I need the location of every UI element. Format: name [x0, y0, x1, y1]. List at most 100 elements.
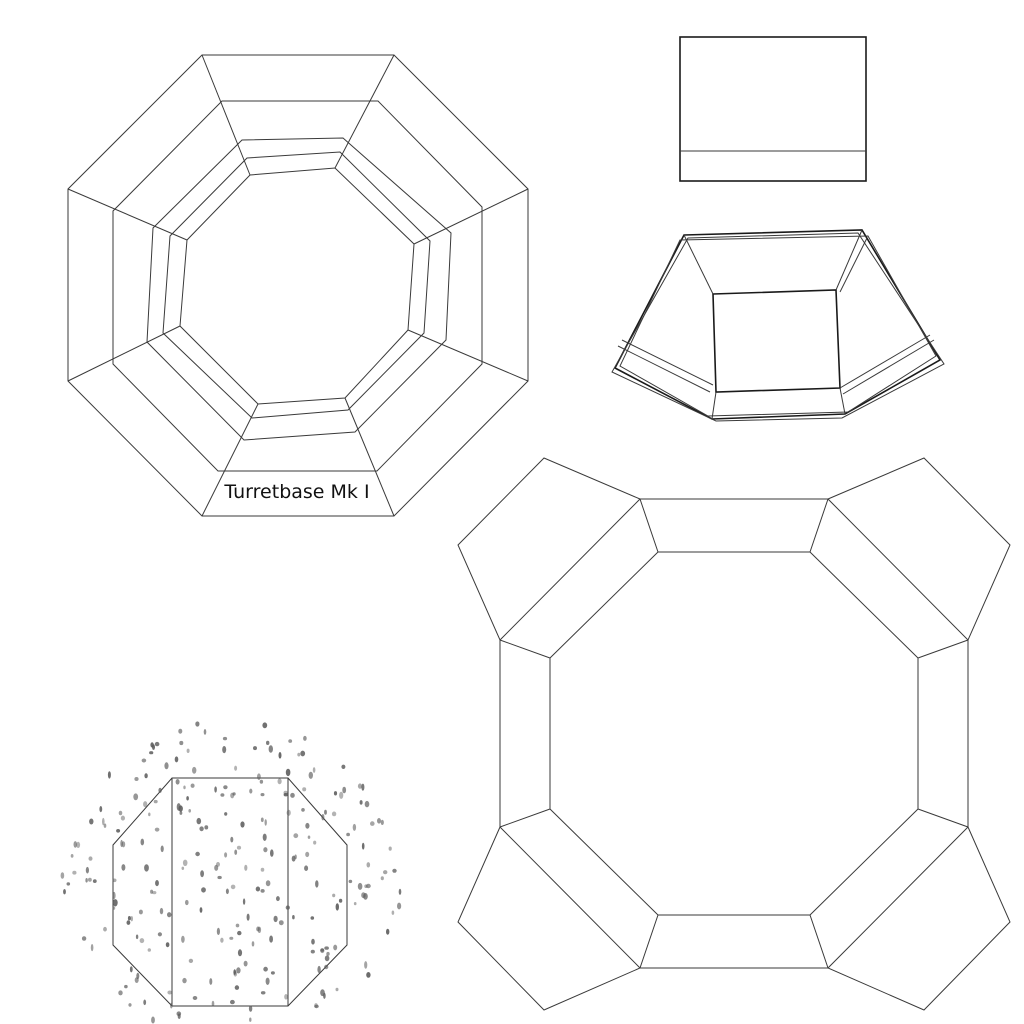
speckle: [366, 862, 371, 868]
speckle: [182, 859, 188, 866]
speckle: [158, 787, 162, 793]
speckle: [112, 906, 116, 910]
speckle: [278, 752, 282, 759]
speckle: [324, 955, 330, 962]
speckled-octagon: [112, 777, 348, 1007]
speckle: [170, 1002, 173, 1009]
speckle: [363, 893, 368, 900]
speckle: [138, 909, 143, 915]
speckle: [134, 777, 139, 781]
speckle: [236, 845, 242, 850]
speckle: [182, 977, 187, 984]
speckle: [107, 771, 111, 779]
speckle: [102, 817, 105, 826]
speckle: [300, 750, 306, 757]
speckle: [235, 923, 240, 928]
speckle: [380, 819, 384, 826]
speckle: [112, 878, 117, 883]
speckle: [246, 913, 250, 921]
speckle: [144, 864, 149, 872]
speckle: [121, 864, 126, 871]
speckle: [292, 915, 295, 920]
speckle: [391, 910, 395, 915]
speckle: [234, 765, 238, 771]
speckle: [338, 898, 343, 903]
speckle: [176, 1011, 182, 1016]
speckle: [366, 883, 371, 889]
speckle: [308, 771, 313, 779]
speckle: [90, 944, 94, 952]
speckle: [353, 902, 357, 906]
speckle: [361, 783, 365, 791]
speckle: [265, 880, 271, 887]
speckle: [135, 934, 139, 940]
speckle: [154, 827, 160, 832]
speckle: [303, 735, 307, 741]
speckle: [88, 877, 92, 882]
speckle: [332, 893, 336, 898]
speckle: [269, 935, 273, 943]
speckle: [179, 811, 183, 815]
speckle: [348, 879, 353, 884]
speckle: [199, 826, 204, 832]
speckle: [276, 896, 280, 902]
speckle: [260, 991, 266, 995]
speckle: [149, 751, 154, 755]
speckle: [259, 779, 264, 784]
speckle: [230, 884, 236, 890]
speckle: [264, 819, 267, 826]
speckle: [262, 722, 268, 729]
speckle: [211, 1000, 215, 1007]
speckle: [222, 736, 228, 741]
speckle: [195, 851, 200, 857]
speckle: [331, 811, 337, 817]
speckle: [285, 768, 291, 777]
speckle: [297, 752, 301, 757]
speckle: [224, 852, 228, 858]
speckle: [73, 841, 78, 848]
speckle: [270, 971, 275, 975]
speckle: [92, 879, 97, 883]
speckle: [120, 839, 123, 848]
speckle: [283, 790, 288, 795]
speckle: [342, 786, 347, 794]
speckle: [237, 949, 243, 957]
speckle: [262, 833, 267, 841]
speckle: [139, 938, 145, 944]
speckle: [370, 821, 375, 826]
speckle: [181, 866, 185, 870]
speckle: [195, 721, 200, 727]
speckle: [243, 960, 248, 967]
speckle: [160, 845, 164, 853]
speckle: [383, 870, 388, 875]
speckle: [152, 744, 155, 750]
speckle: [307, 835, 311, 839]
speckle: [116, 829, 121, 833]
speckle: [285, 905, 290, 910]
speckle: [392, 868, 397, 873]
speckle: [377, 818, 381, 824]
speckle: [154, 741, 160, 747]
speckle: [236, 967, 241, 974]
speckle: [283, 793, 288, 797]
speckle: [249, 1017, 252, 1022]
speckle: [364, 800, 370, 808]
speckle: [225, 888, 229, 895]
speckle: [268, 745, 273, 753]
speckle: [76, 841, 81, 849]
speckle: [304, 865, 309, 871]
speckle: [216, 927, 220, 936]
speckle: [270, 849, 274, 857]
speckle: [335, 987, 339, 992]
speckle: [277, 778, 282, 785]
speckle: [313, 840, 317, 845]
speckle: [167, 912, 172, 918]
speckle: [178, 805, 183, 812]
speckle: [85, 866, 89, 874]
speckle: [220, 793, 225, 797]
speckle: [230, 999, 235, 1005]
speckle: [103, 823, 107, 828]
speckle: [324, 946, 329, 950]
speckle: [200, 870, 205, 878]
